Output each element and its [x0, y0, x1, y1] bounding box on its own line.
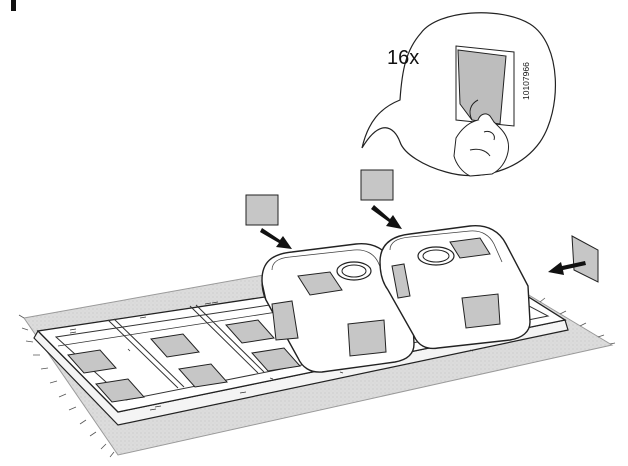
- floating-pad-right: [571, 235, 599, 283]
- floating-pad-center: [360, 169, 394, 201]
- detail-callout: 16x 10107966: [361, 12, 556, 177]
- step-marker-bar: [11, 0, 16, 11]
- hand-icon: [453, 113, 509, 177]
- floating-pad-left: [245, 194, 279, 226]
- sink-bowl-left: [261, 243, 415, 373]
- sink-bowl-right: [379, 225, 531, 350]
- part-number-label: 10107966: [521, 62, 531, 100]
- dampening-pads-frame: [67, 319, 301, 403]
- quantity-label: 16x: [387, 47, 419, 69]
- arrow-icon: [260, 205, 586, 275]
